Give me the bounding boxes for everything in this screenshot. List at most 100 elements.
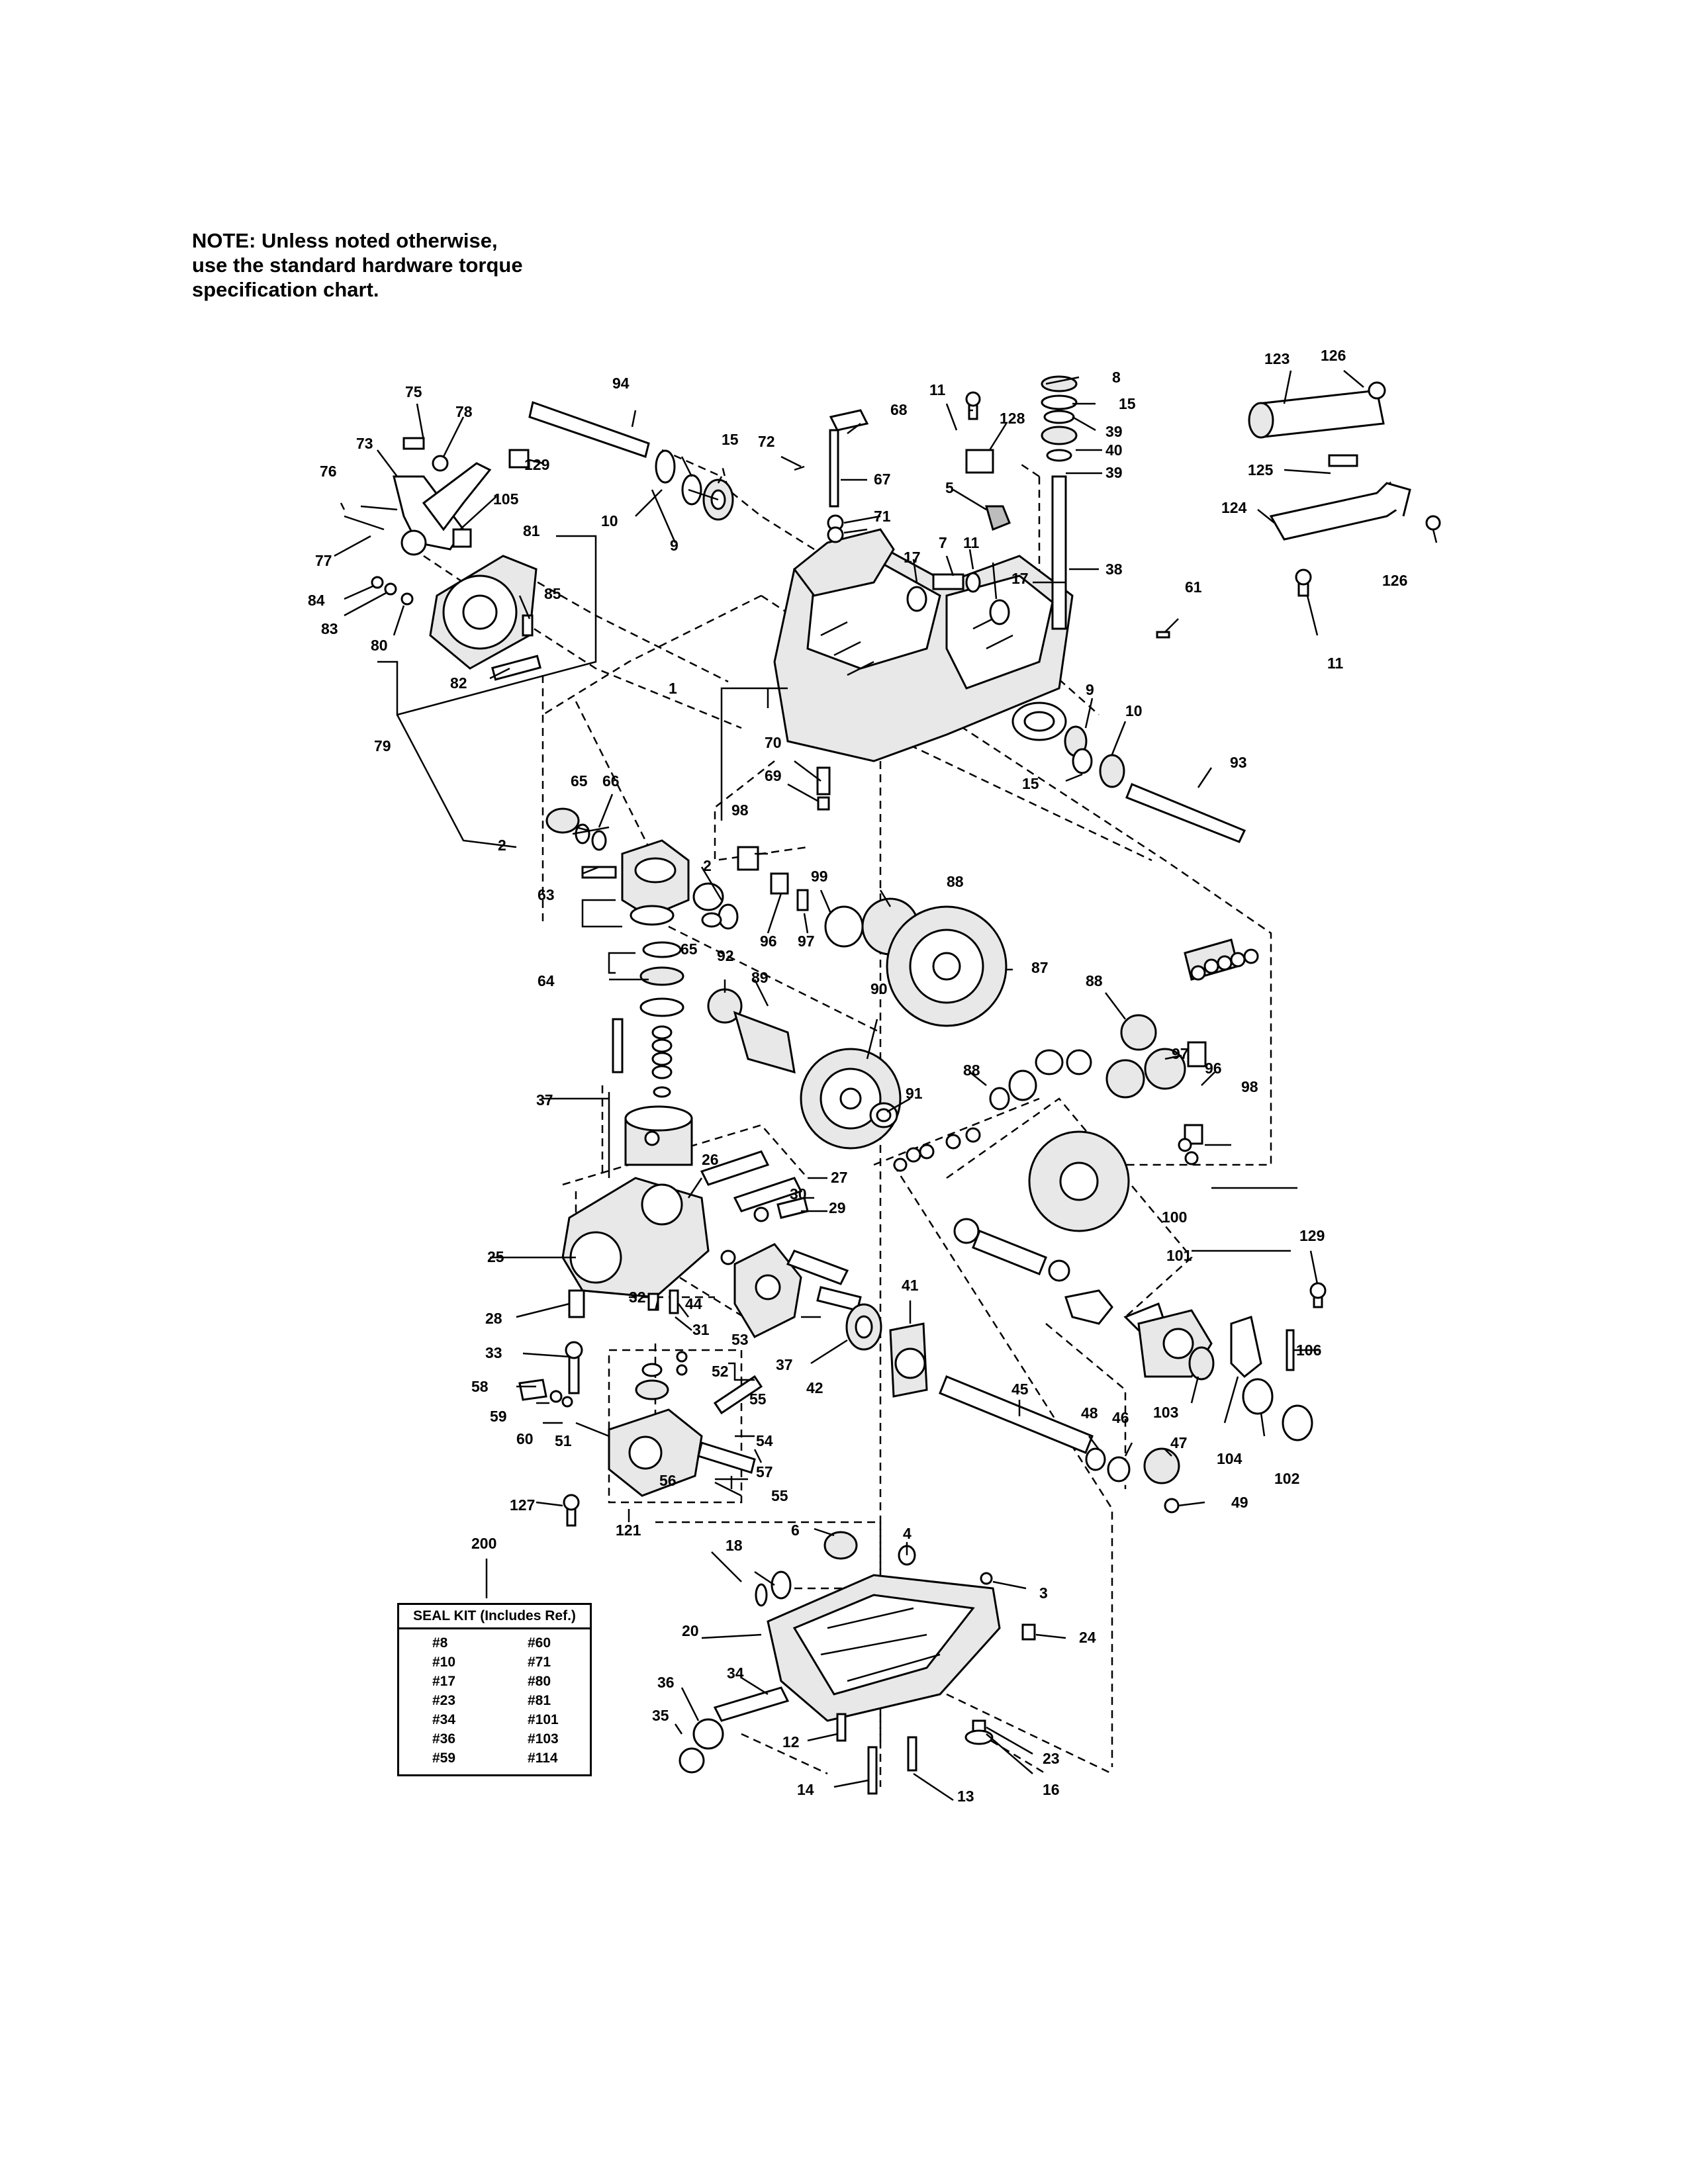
callout-127: 127: [510, 1496, 535, 1514]
callout-10: 10: [601, 512, 618, 529]
seal-kit-column-right: #60 #71 #80 #81 #101 #103 #114: [494, 1633, 590, 1768]
callout-70: 70: [765, 734, 782, 751]
callout-77: 77: [315, 552, 332, 569]
seal-kit-item: #101: [528, 1712, 559, 1727]
main-housing: [773, 528, 1074, 762]
gear-train-group: [707, 846, 1008, 1150]
callout-52: 52: [712, 1363, 729, 1380]
torque-note: NOTE: Unless noted otherwise, use the st…: [192, 228, 655, 302]
callout-102: 102: [1274, 1470, 1299, 1487]
callout-93: 93: [1230, 754, 1247, 771]
callout-9: 9: [670, 537, 679, 554]
callout-91: 91: [906, 1085, 923, 1102]
callout-60: 60: [516, 1430, 534, 1447]
callout-126: 126: [1321, 347, 1346, 364]
callout-12: 12: [782, 1733, 800, 1751]
shaft-93-group: [1064, 725, 1246, 843]
callout-7: 7: [939, 534, 947, 551]
bottom-case: [679, 1531, 1036, 1795]
axle-bracket-group: [1248, 381, 1441, 597]
callout-89: 89: [751, 969, 769, 986]
callout-26: 26: [702, 1151, 719, 1168]
callout-200: 200: [471, 1535, 496, 1552]
callout-68: 68: [890, 401, 908, 418]
callout-88: 88: [963, 1062, 980, 1079]
callout-24: 24: [1079, 1629, 1096, 1646]
callout-57: 57: [756, 1463, 773, 1480]
callout-18: 18: [726, 1537, 743, 1554]
callout-69: 69: [765, 767, 782, 784]
callout-20: 20: [682, 1622, 699, 1639]
callout-82: 82: [450, 674, 467, 692]
callout-67: 67: [874, 471, 891, 488]
callout-99: 99: [811, 868, 828, 885]
note-line-2: use the standard hardware torque: [192, 253, 523, 277]
callout-73: 73: [356, 435, 373, 452]
callout-101: 101: [1166, 1247, 1192, 1264]
callout-94: 94: [612, 375, 630, 392]
callout-49: 49: [1231, 1494, 1248, 1511]
callout-76: 76: [320, 463, 337, 480]
callout-106: 106: [1296, 1342, 1321, 1359]
pump-body-group: [720, 1243, 882, 1351]
callout-90: 90: [870, 980, 888, 997]
seal-kit-title: SEAL KIT (Includes Ref.): [399, 1605, 590, 1629]
callout-3: 3: [1039, 1584, 1048, 1602]
callout-51: 51: [555, 1432, 572, 1449]
seal-kit-item: #8: [432, 1635, 448, 1651]
callout-46: 46: [1112, 1409, 1129, 1426]
callout-56: 56: [659, 1472, 677, 1489]
callout-103: 103: [1153, 1404, 1178, 1421]
seal-kit-item: #80: [528, 1674, 551, 1689]
shift-lever-group: [794, 391, 1011, 811]
callout-54: 54: [756, 1432, 773, 1449]
callout-88: 88: [1086, 972, 1103, 989]
seal-kit-item: #81: [528, 1693, 551, 1708]
shaft-94-group: [528, 401, 734, 521]
seal-kit-item: #10: [432, 1655, 456, 1670]
note-line-1: NOTE: Unless noted otherwise,: [192, 229, 498, 252]
callout-36: 36: [657, 1674, 675, 1691]
callout-27: 27: [831, 1169, 848, 1186]
callout-125: 125: [1248, 461, 1274, 478]
callout-61: 61: [1185, 578, 1202, 596]
callout-15: 15: [1022, 775, 1039, 792]
callout-92: 92: [717, 947, 734, 964]
callout-129: 129: [1299, 1227, 1325, 1244]
seal-kit-table: SEAL KIT (Includes Ref.) #8 #10 #17 #23 …: [397, 1603, 592, 1776]
callout-123: 123: [1264, 350, 1289, 367]
callout-15: 15: [1119, 395, 1136, 412]
callout-29: 29: [829, 1199, 846, 1216]
callout-labels: 1 2 2 3 4 5 6 7 8 9 9 10 10 11 11 11 12 …: [308, 347, 1407, 1805]
callout-23: 23: [1043, 1750, 1060, 1767]
note-line-3: specification chart.: [192, 278, 379, 301]
callout-38: 38: [1105, 561, 1123, 578]
callout-37: 37: [776, 1356, 793, 1373]
callout-126: 126: [1382, 572, 1407, 589]
callout-96: 96: [760, 933, 777, 950]
callout-32: 32: [629, 1289, 646, 1306]
callout-2: 2: [703, 857, 712, 874]
center-block-group: [545, 807, 739, 930]
callout-11: 11: [963, 534, 980, 551]
callout-80: 80: [371, 637, 388, 654]
callout-64: 64: [538, 972, 555, 989]
callout-39: 39: [1105, 423, 1123, 440]
callout-17: 17: [904, 549, 921, 566]
callout-78: 78: [455, 403, 473, 420]
brake-disc-group: [953, 1130, 1213, 1378]
callout-85: 85: [544, 585, 561, 602]
callout-15: 15: [722, 431, 739, 448]
callout-41: 41: [902, 1277, 919, 1294]
callout-44: 44: [685, 1295, 702, 1312]
callout-75: 75: [405, 383, 422, 400]
seal-kit-item: #59: [432, 1751, 456, 1766]
callout-30: 30: [790, 1185, 807, 1203]
callout-63: 63: [538, 886, 555, 903]
callout-71: 71: [874, 508, 891, 525]
callout-129: 129: [524, 456, 549, 473]
callout-45: 45: [1011, 1381, 1029, 1398]
callout-11: 11: [929, 381, 946, 398]
callout-96: 96: [1205, 1060, 1222, 1077]
